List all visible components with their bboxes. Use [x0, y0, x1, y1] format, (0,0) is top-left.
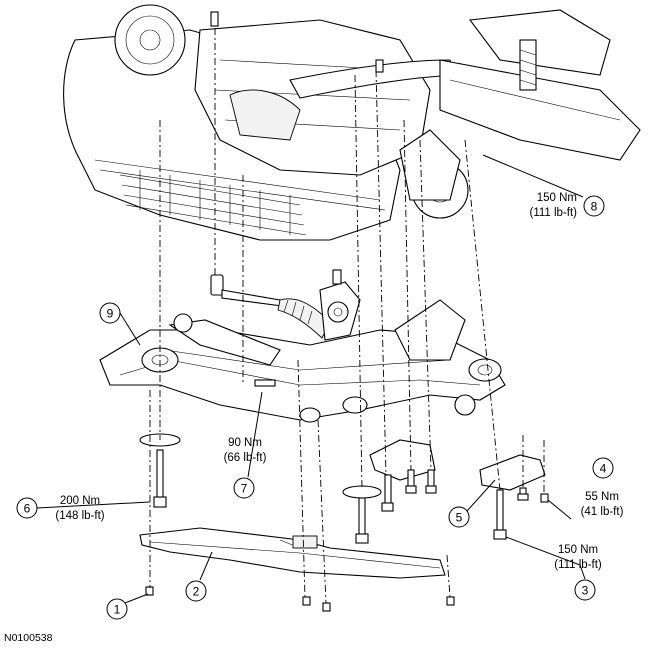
callout-8: 8 [583, 195, 605, 217]
callout-4: 4 [592, 457, 614, 479]
svg-text:9: 9 [107, 307, 114, 321]
torque-8-lbft: (111 lb-ft) [529, 207, 577, 219]
torque-7-lbft: (66 lb-ft) [224, 452, 267, 464]
svg-text:7: 7 [241, 482, 248, 496]
svg-text:4: 4 [600, 462, 607, 476]
alignment-lines [149, 28, 545, 604]
svg-text:8: 8 [591, 200, 598, 214]
torque-4-lbft: (41 lb-ft) [581, 506, 624, 518]
torque-4-nm: 55 Nm [585, 491, 619, 503]
svg-text:3: 3 [582, 584, 589, 598]
svg-text:6: 6 [24, 502, 31, 516]
svg-text:5: 5 [456, 511, 463, 525]
brackets [369, 439, 546, 491]
figure-reference: N0100538 [4, 632, 53, 644]
callout-7: 7 [233, 477, 255, 499]
leader-lines [36, 154, 586, 604]
splash-shield [139, 527, 446, 579]
torque-3-nm: 150 Nm [558, 544, 598, 556]
callout-9: 9 [99, 302, 121, 324]
vehicle-underbody [63, 4, 641, 241]
svg-text:1: 1 [114, 603, 121, 617]
torque-6-nm: 200 Nm [60, 495, 100, 507]
torque-labels: 150 Nm (111 lb-ft) 90 Nm (66 lb-ft) 200 … [55, 192, 623, 571]
bolts [145, 449, 549, 612]
steering-gear [210, 269, 361, 341]
callout-2: 2 [185, 580, 207, 602]
torque-7-nm: 90 Nm [228, 437, 262, 449]
callout-3: 3 [574, 579, 596, 601]
callouts: 1 2 3 4 5 6 7 8 [16, 195, 614, 620]
torque-6-lbft: (148 lb-ft) [55, 510, 104, 522]
torque-8-nm: 150 Nm [537, 192, 577, 204]
callout-5: 5 [448, 506, 470, 528]
svg-text:2: 2 [193, 585, 200, 599]
torque-3-lbft: (111 lb-ft) [554, 559, 602, 571]
subframe [99, 299, 506, 423]
callout-1: 1 [106, 598, 128, 620]
callout-6: 6 [16, 497, 38, 519]
